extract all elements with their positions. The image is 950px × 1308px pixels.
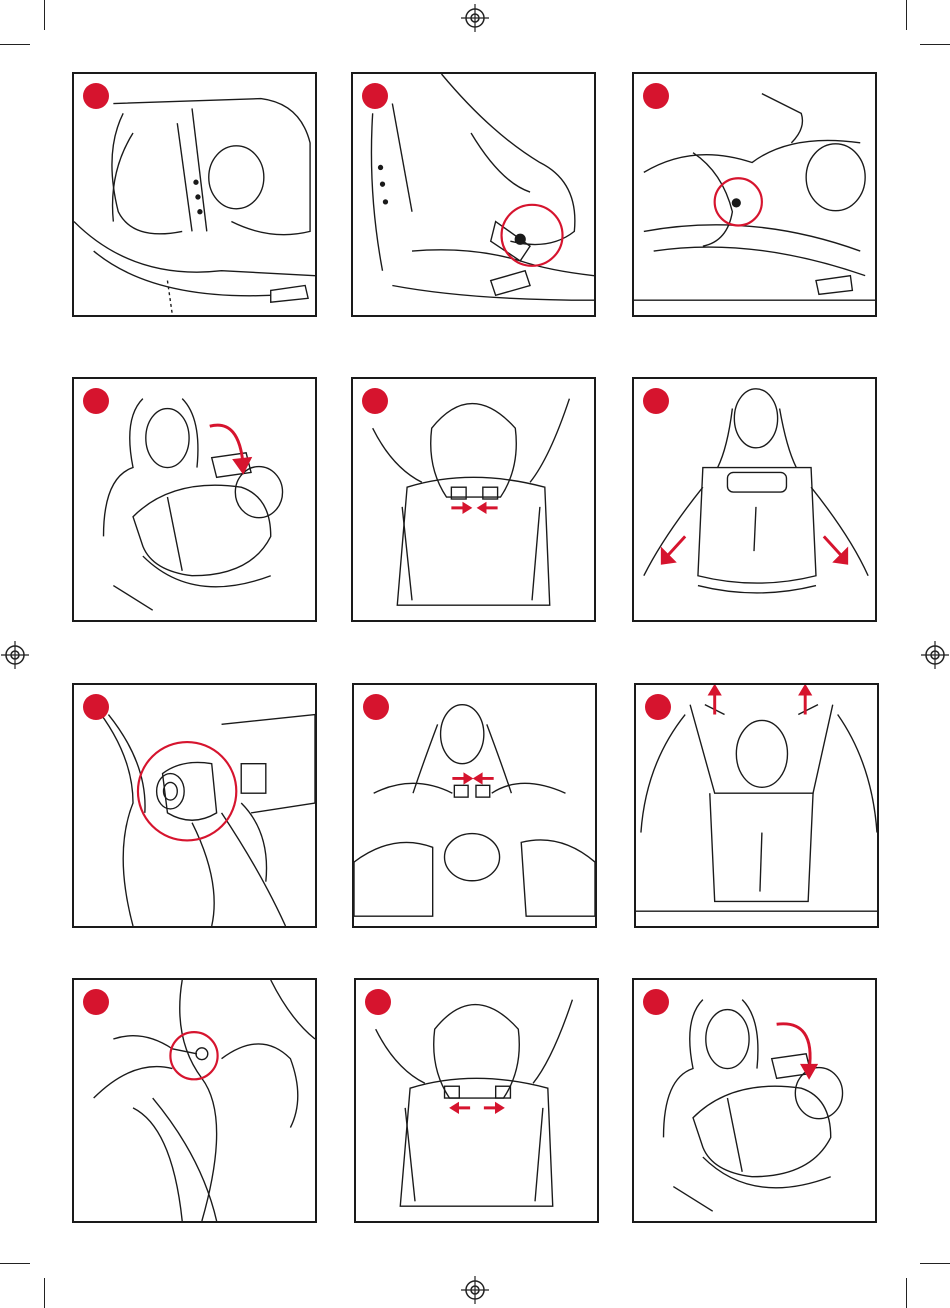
- strap-snap-illustration: [634, 74, 875, 315]
- step-marker-dot: [83, 83, 109, 109]
- step-marker-dot: [362, 83, 388, 109]
- step-panel-8: [352, 683, 597, 928]
- roll-strap-illustration: [74, 685, 315, 926]
- step-marker-dot: [83, 989, 109, 1015]
- crop-mark: [0, 44, 30, 45]
- step-panel-10: [72, 978, 317, 1223]
- step-marker-dot: [83, 388, 109, 414]
- step-marker-dot: [643, 83, 669, 109]
- crop-mark: [0, 1263, 30, 1264]
- step-panel-3: [632, 72, 877, 317]
- step-panel-5: [351, 377, 596, 622]
- crop-mark: [44, 0, 45, 30]
- step-marker-dot: [645, 694, 671, 720]
- crop-mark: [920, 1263, 950, 1264]
- step-panel-6: [632, 377, 877, 622]
- lift-carrier-illustration: [636, 685, 877, 926]
- chest-buckle-close-illustration: [354, 685, 595, 926]
- registration-mark-icon: [460, 3, 490, 33]
- crop-mark: [906, 0, 907, 30]
- registration-mark-icon: [460, 1275, 490, 1305]
- crop-mark: [44, 1278, 45, 1308]
- step-panel-1: [72, 72, 317, 317]
- step-marker-dot: [643, 388, 669, 414]
- step-panel-9: [634, 683, 879, 928]
- step-marker-dot: [365, 989, 391, 1015]
- step-marker-dot: [83, 694, 109, 720]
- rear-buckle-open-illustration: [356, 980, 597, 1221]
- step-panel-12: [632, 978, 877, 1223]
- fold-carrier-arrow-illustration: [74, 379, 315, 620]
- snap-fastener-illustration: [353, 74, 594, 315]
- pull-straps-illustration: [634, 379, 875, 620]
- registration-mark-icon: [920, 640, 950, 670]
- step-panel-11: [354, 978, 599, 1223]
- step-panel-7: [72, 683, 317, 928]
- crop-mark: [906, 1278, 907, 1308]
- crop-mark: [920, 44, 950, 45]
- rear-buckle-close-illustration: [353, 379, 594, 620]
- step-panel-2: [351, 72, 596, 317]
- step-marker-dot: [362, 388, 388, 414]
- strap-buckle-illustration: [74, 74, 315, 315]
- registration-mark-icon: [0, 640, 30, 670]
- step-marker-dot: [363, 694, 389, 720]
- shoulder-snap-illustration: [74, 980, 315, 1221]
- step-panel-4: [72, 377, 317, 622]
- unfold-carrier-arrow-illustration: [634, 980, 875, 1221]
- step-marker-dot: [643, 989, 669, 1015]
